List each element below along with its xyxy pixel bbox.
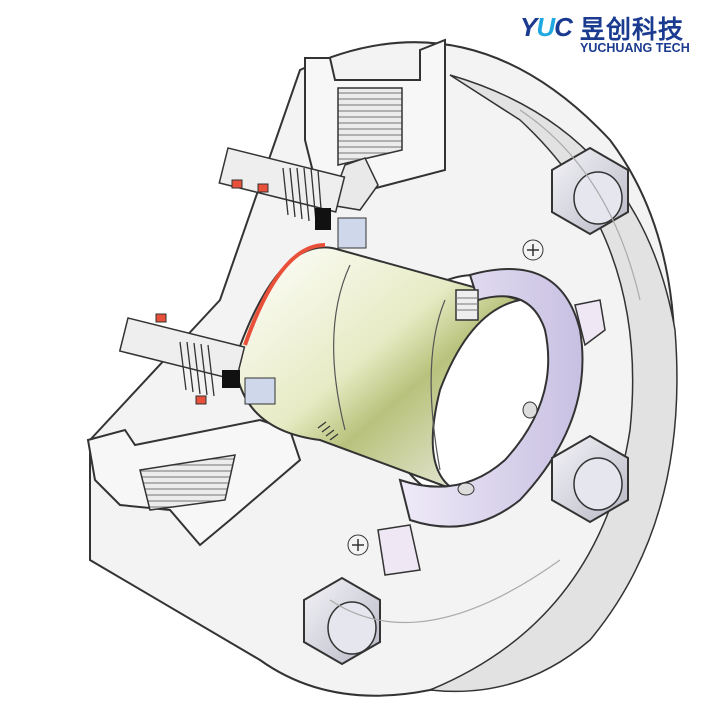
sleeve-red-line [243,243,326,346]
locking-collar [398,268,584,528]
set-screw [455,289,479,321]
lower-seal-housing [118,317,246,381]
top-port-thread [337,87,403,166]
bottom-port-thread [139,454,236,511]
upper-oring-1 [231,179,243,189]
lower-spring-bellows [179,341,215,397]
collar-screw-hole-2 [457,482,475,496]
upper-spring-bellows [282,167,323,223]
lower-seat [244,377,276,405]
sleeve-seam-2 [430,299,446,471]
centering-clip-right [574,299,606,347]
phillips-screw-bottom [347,534,369,556]
sleeve-seam [333,264,351,431]
upper-oring-2 [257,183,269,193]
flange-face-arc-2 [519,109,641,301]
logo-mark: YUC [520,12,573,42]
logo-name-cn: 昱创科技 [580,15,685,44]
phillips-screw-top [522,239,544,261]
upper-seat [337,217,367,249]
lower-seal-face [222,370,240,388]
brand-logo: YUC 昱创科技 YUCHUANG TECH [520,8,710,58]
lower-oring-2 [195,395,207,405]
logo-name-en: YUCHUANG TECH [580,41,690,55]
flange-face-arc [329,559,561,624]
upper-seal-face [315,208,331,230]
hex-nut-bottom [303,576,381,666]
hex-nut-right [551,434,629,524]
centering-clip-bottom [377,524,421,576]
lower-drive-spring [317,421,339,441]
gland-rim [429,74,678,693]
collar-screw-hole-1 [522,401,538,419]
lower-oring-1 [155,313,167,323]
